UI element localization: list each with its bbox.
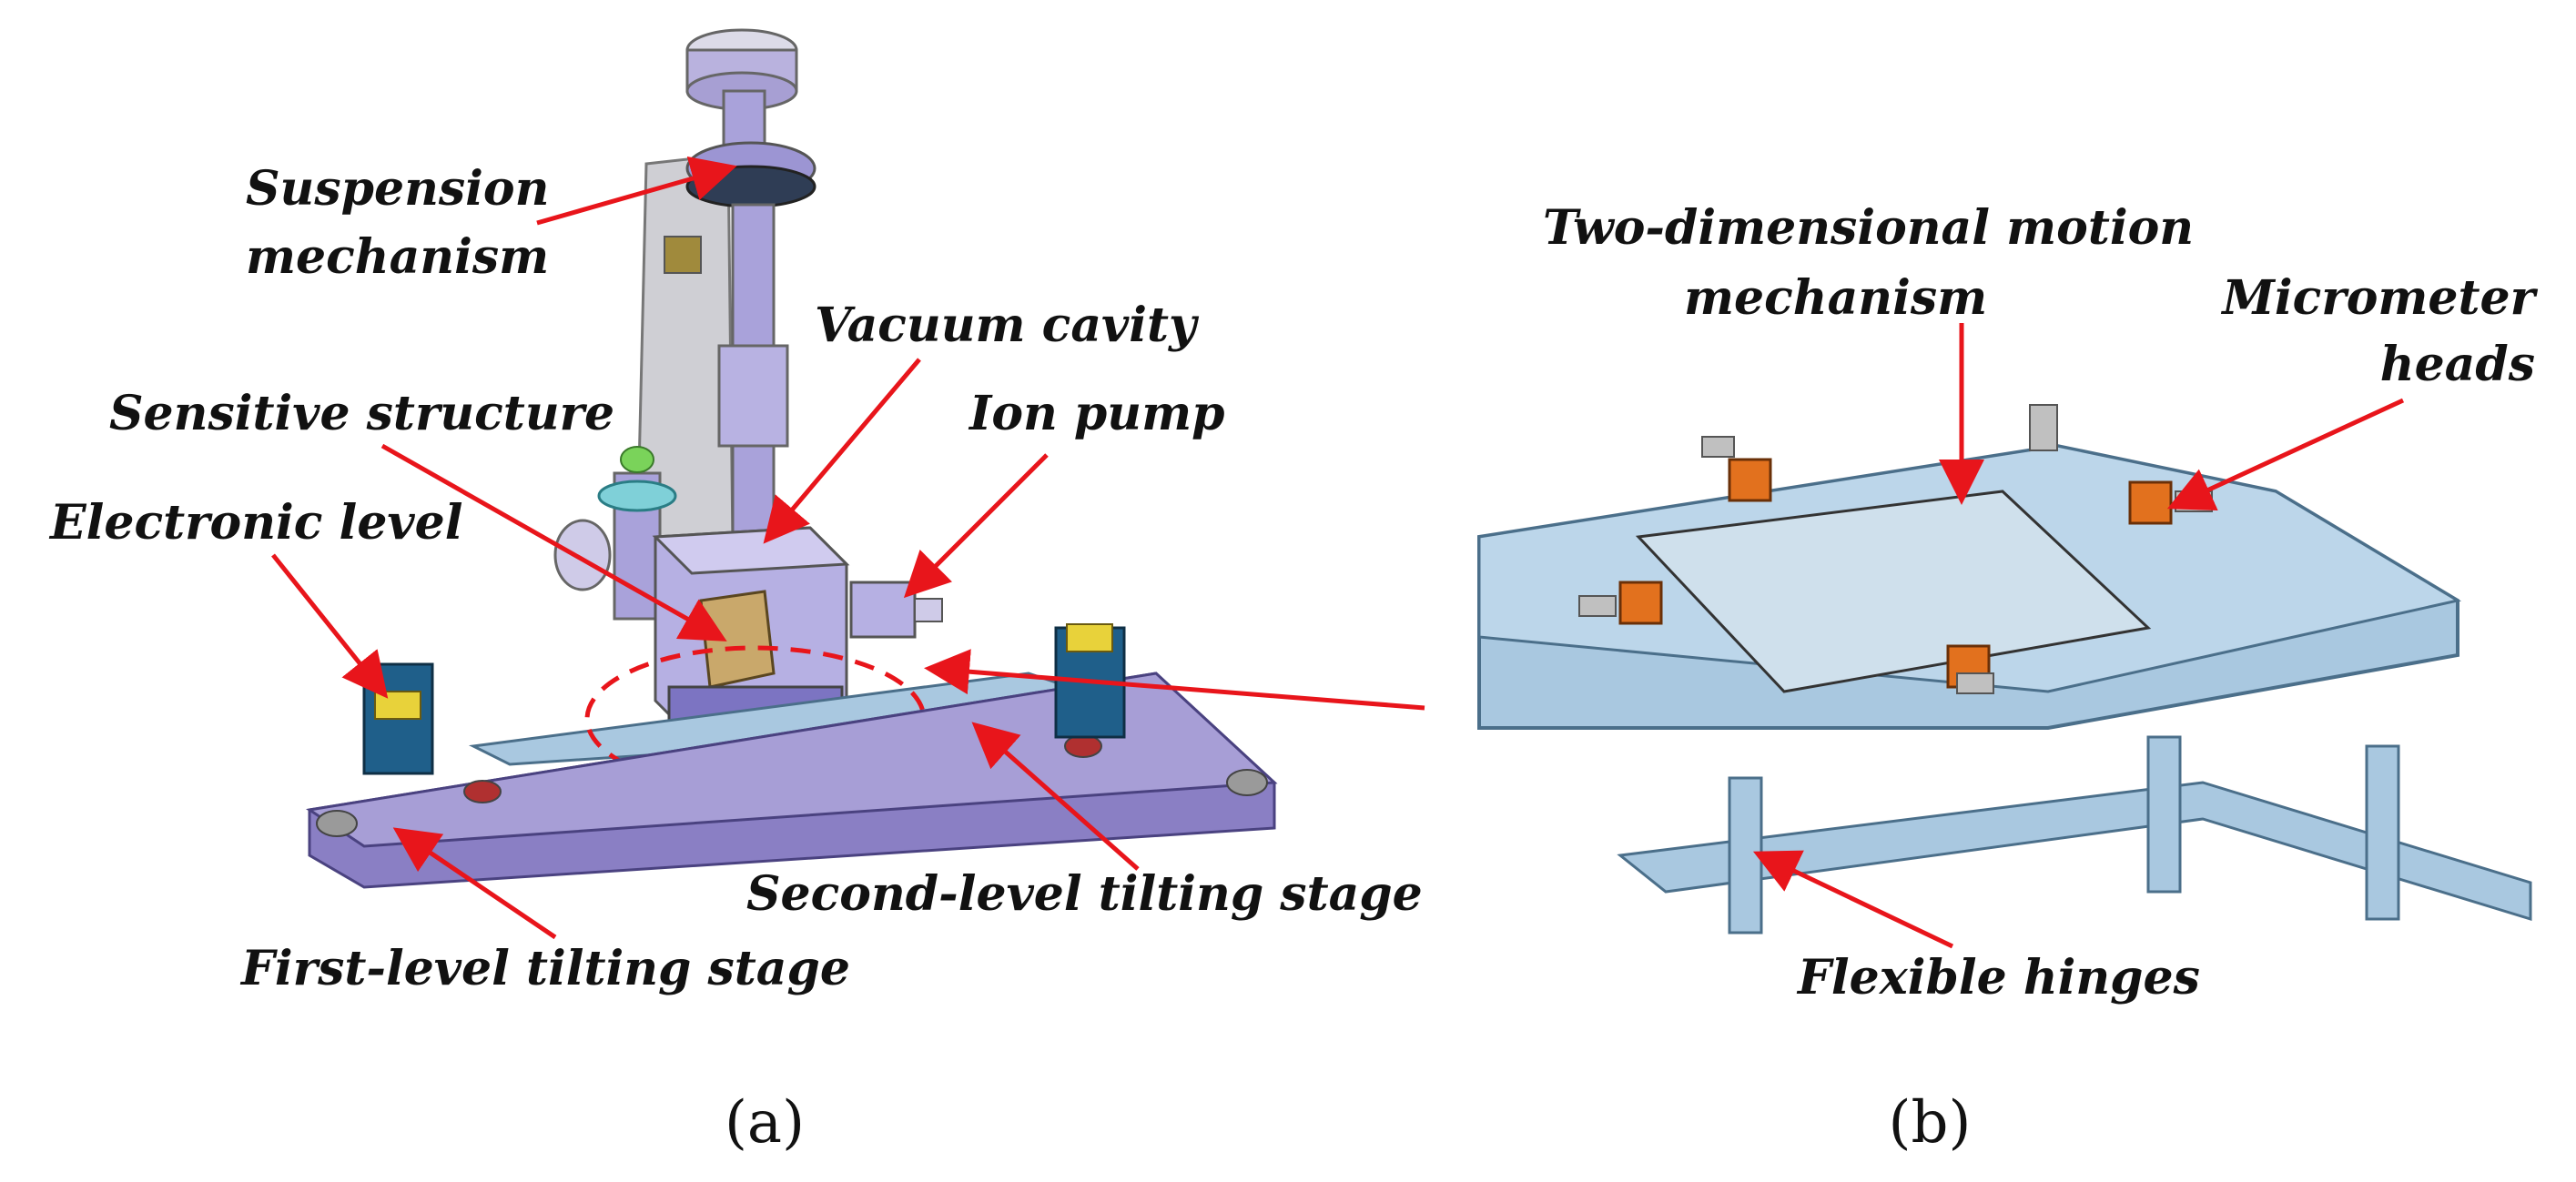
top-knob	[2029, 404, 2058, 451]
hinge-post-3	[2365, 744, 2400, 921]
label-motion-1: Two-dimensional motion	[1543, 200, 2194, 256]
sensitive-structure	[699, 590, 776, 689]
ion-pump	[849, 581, 917, 639]
arrow-vacuum	[763, 358, 921, 544]
caption-a: (a)	[725, 1089, 805, 1157]
arrow-to-panel-b	[924, 649, 1425, 711]
label-micrometer-1: Micrometer	[2220, 270, 2538, 326]
label-ion-pump: Ion pump	[968, 386, 1224, 441]
inner-stage	[1635, 490, 2152, 693]
label-flexible-hinges: Flexible hinges	[1796, 950, 2200, 1005]
arrow-electronic-level	[271, 553, 389, 699]
foot-left	[316, 810, 358, 837]
label-sensitive-structure: Sensitive structure	[109, 386, 614, 441]
panel-b-arrows	[1752, 323, 2405, 949]
tube-bellows	[717, 344, 789, 448]
lower-frame	[1617, 781, 2532, 922]
arrow-second-stage	[971, 722, 1140, 871]
level-bubble-left	[374, 691, 421, 720]
label-electronic-level: Electronic level	[48, 495, 462, 551]
label-second-level-stage: Second-level tilting stage	[746, 866, 1423, 922]
left-port	[553, 519, 612, 591]
arrow-sensitive	[380, 443, 727, 642]
ion-pump-nozzle	[914, 598, 943, 622]
micrometer-barrel-4	[1956, 672, 1994, 694]
label-motion-2: mechanism	[1684, 270, 1987, 326]
vacuum-cavity-top	[652, 526, 850, 575]
adjuster-right	[1064, 734, 1102, 758]
label-suspension-1: Suspension	[246, 161, 549, 217]
panel-a-illustration	[305, 28, 1278, 889]
hinge-post-1	[1728, 776, 1763, 934]
arrow-first-stage	[392, 827, 557, 940]
label-micrometer-2: heads	[2380, 337, 2535, 392]
micrometer-barrel-1	[1701, 436, 1735, 458]
micrometer-head-1	[1728, 458, 1772, 502]
green-valve	[620, 446, 654, 473]
arrow-micrometer	[2166, 398, 2405, 510]
micrometer-head-2	[2128, 480, 2173, 525]
cyan-flange	[597, 480, 677, 512]
gold-clamp	[664, 236, 702, 274]
panel-a-arrows	[271, 156, 1425, 940]
arrow-suspension	[536, 156, 737, 226]
micrometer-barrel-3	[1578, 595, 1617, 617]
label-first-level-stage: First-level tilting stage	[239, 941, 850, 996]
arrow-hinges	[1752, 850, 1954, 949]
caption-b: (b)	[1889, 1089, 1972, 1157]
micrometer-head-3	[1618, 581, 1663, 625]
foot-right	[1226, 769, 1268, 796]
label-suspension-2: mechanism	[246, 229, 549, 285]
adjuster-left	[463, 780, 502, 803]
hinge-post-2	[2146, 735, 2182, 894]
level-bubble-right	[1066, 623, 1113, 652]
arrow-ion-pump	[903, 453, 1049, 599]
panel-b-illustration	[1477, 404, 2532, 934]
label-vacuum-cavity: Vacuum cavity	[815, 298, 1200, 353]
